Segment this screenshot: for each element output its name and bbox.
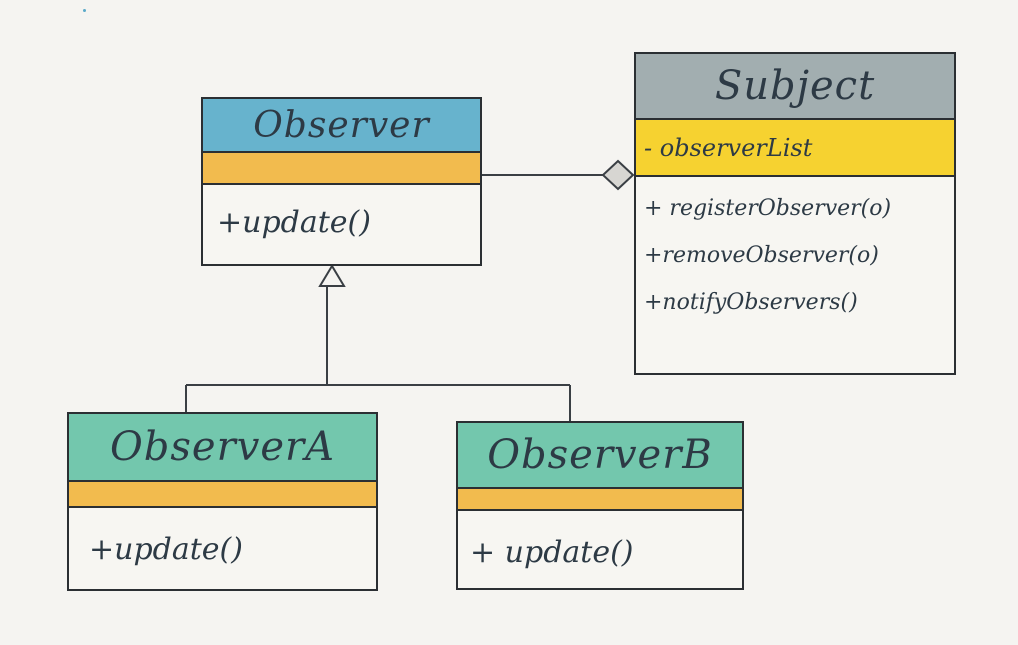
class-subject-attributes: - observerList [636,120,954,177]
class-observer-methods: +update() [203,185,480,264]
method-update: + update() [470,535,634,570]
class-subject-methods: + registerObserver(o) +removeObserver(o)… [636,177,954,373]
class-observer-a: ObserverA +update() [67,412,378,591]
inheritance-arrow-head [318,264,346,287]
method-update: +update() [217,205,371,240]
class-observer-b-attributes [458,489,742,511]
class-subject-name: Subject [636,54,954,120]
class-subject: Subject - observerList + registerObserve… [634,52,956,375]
method-register-observer: + registerObserver(o) [644,196,892,221]
class-observer-b-name: ObserverB [458,423,742,489]
method-notify-observers: +notifyObservers() [644,290,858,315]
class-observer-a-attributes [69,482,376,508]
class-observer-attributes [203,153,480,185]
aggregation-diamond [601,159,635,191]
class-observer-a-name: ObserverA [69,414,376,482]
class-observer-b-methods: + update() [458,511,742,588]
class-observer-a-methods: +update() [69,508,376,589]
method-remove-observer: +removeObserver(o) [644,243,879,268]
class-observer: Observer +update() [201,97,482,266]
class-observer-b: ObserverB + update() [456,421,744,590]
method-update: +update() [89,532,243,567]
stray-dot [83,9,86,12]
class-observer-name: Observer [203,99,480,153]
